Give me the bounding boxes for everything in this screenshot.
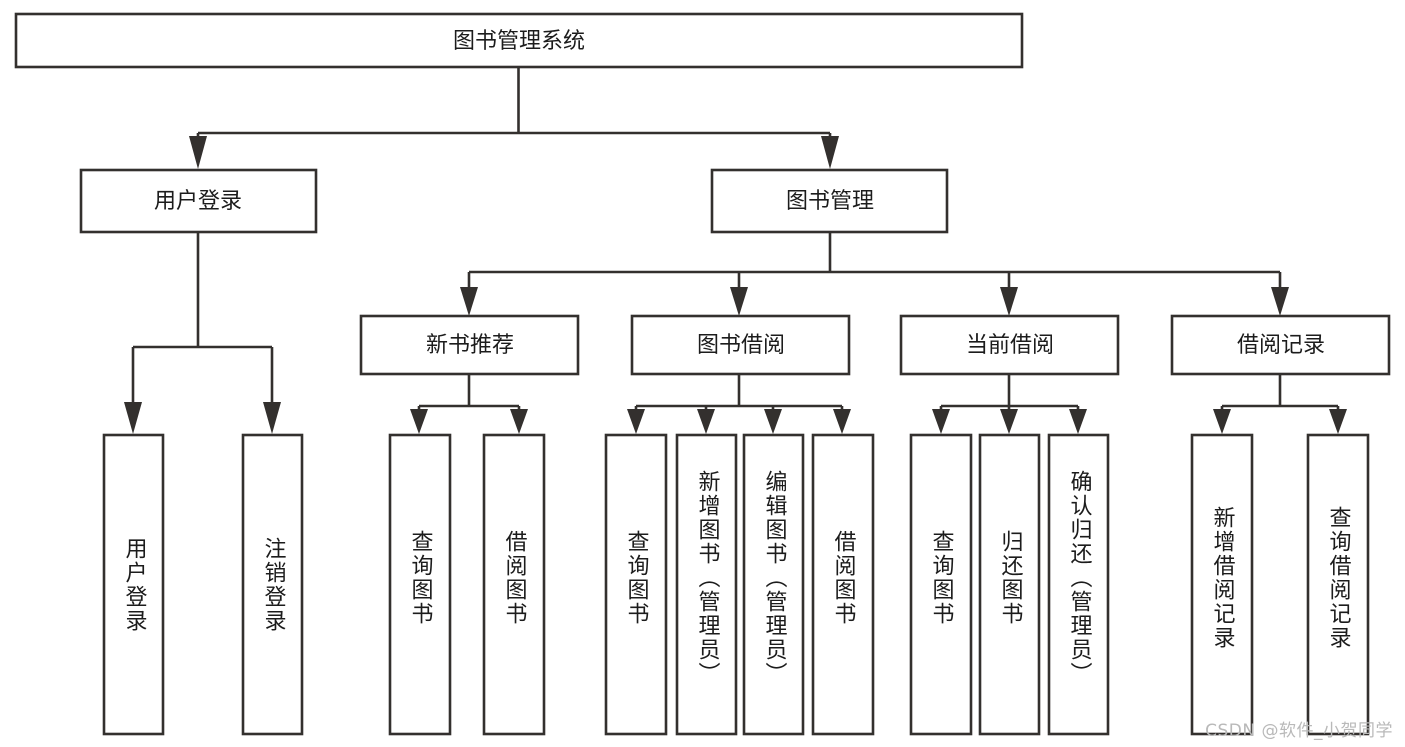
arrow-head-leaf-borrow-book-2: [833, 409, 851, 434]
arrow-head-new-book-rec: [460, 287, 478, 316]
node-book-borrow-box[interactable]: [630, 314, 851, 376]
arrow-head-user-login: [189, 136, 207, 169]
node-new-book-rec-box[interactable]: [359, 314, 580, 376]
node-leaf-query-book-3[interactable]: 查询图书: [909, 433, 973, 736]
arrow-head-book-borrow: [730, 287, 748, 316]
node-leaf-borrow-book-1[interactable]: 借阅图书: [482, 433, 546, 736]
node-user-login-label: 用户登录: [154, 189, 242, 214]
node-leaf-user-login-box[interactable]: [102, 433, 165, 736]
node-leaf-query-book-3-label: 查询图书: [929, 530, 955, 626]
node-new-book-rec[interactable]: 新书推荐: [359, 314, 580, 376]
arrow-head-leaf-user-login: [124, 402, 142, 434]
node-leaf-confirm-return-label: 确认归还（管理员）: [1067, 470, 1093, 686]
node-leaf-edit-book-label: 编辑图书（管理员）: [762, 470, 788, 686]
node-leaf-query-book-2[interactable]: 查询图书: [604, 433, 668, 736]
node-leaf-add-book-box[interactable]: [675, 433, 738, 736]
arrow-head-leaf-edit-book: [764, 409, 782, 434]
node-leaf-query-record[interactable]: 查询借阅记录: [1306, 433, 1370, 736]
arrow-head-leaf-return-book: [1000, 409, 1018, 434]
arrow-head-leaf-query-book-2: [627, 409, 645, 434]
arrow-head-book-manage: [821, 136, 839, 169]
node-leaf-confirm-return[interactable]: 确认归还（管理员）: [1047, 433, 1110, 736]
node-leaf-edit-book-box[interactable]: [742, 433, 805, 736]
arrow-head-leaf-borrow-book-1: [510, 409, 528, 434]
node-current-borrow-label: 当前借阅: [966, 333, 1054, 358]
node-leaf-logout-box[interactable]: [241, 433, 304, 736]
connector-group-book-borrow: [627, 374, 851, 434]
node-book-manage-label: 图书管理: [786, 189, 874, 214]
connector-group-root: [189, 67, 839, 169]
node-leaf-borrow-book-1-box[interactable]: [482, 433, 546, 736]
node-leaf-query-book-1-box[interactable]: [388, 433, 452, 736]
node-root[interactable]: 图书管理系统: [14, 12, 1024, 69]
node-book-manage-box[interactable]: [710, 168, 949, 234]
node-leaf-logout-label: 注销登录: [261, 537, 287, 633]
arrow-head-leaf-logout: [263, 402, 281, 434]
node-leaf-borrow-book-2[interactable]: 借阅图书: [811, 433, 875, 736]
node-leaf-borrow-book-2-label: 借阅图书: [831, 530, 857, 626]
node-leaf-user-login[interactable]: 用户登录: [102, 433, 165, 736]
connector-group-user-login: [124, 232, 281, 434]
node-leaf-confirm-return-box[interactable]: [1047, 433, 1110, 736]
node-leaf-query-book-2-label: 查询图书: [624, 530, 650, 626]
node-leaf-query-book-1[interactable]: 查询图书: [388, 433, 452, 736]
arrow-head-leaf-confirm-return: [1069, 409, 1087, 434]
connector-group-borrow-record: [1213, 374, 1347, 434]
node-book-borrow-label: 图书借阅: [697, 333, 785, 358]
node-leaf-add-record[interactable]: 新增借阅记录: [1190, 433, 1254, 736]
connector-group-book-manage: [460, 232, 1289, 316]
node-leaf-query-book-3-box[interactable]: [909, 433, 973, 736]
node-leaf-query-record-box[interactable]: [1306, 433, 1370, 736]
node-leaf-query-book-1-label: 查询图书: [408, 530, 434, 626]
node-current-borrow-box[interactable]: [899, 314, 1120, 376]
node-leaf-add-record-label: 新增借阅记录: [1210, 506, 1236, 650]
arrow-head-leaf-add-record: [1213, 409, 1231, 434]
node-borrow-record-label: 借阅记录: [1237, 333, 1325, 358]
node-new-book-rec-label: 新书推荐: [426, 333, 514, 358]
node-borrow-record-box[interactable]: [1170, 314, 1391, 376]
node-leaf-add-book-label: 新增图书（管理员）: [695, 470, 721, 686]
connector-group-current-borrow: [932, 374, 1087, 434]
node-leaf-return-book-label: 归还图书: [998, 530, 1024, 626]
node-root-label: 图书管理系统: [453, 29, 585, 54]
node-current-borrow[interactable]: 当前借阅: [899, 314, 1120, 376]
arrow-head-leaf-query-book-1: [410, 409, 428, 434]
node-leaf-borrow-book-2-box[interactable]: [811, 433, 875, 736]
node-leaf-return-book-box[interactable]: [978, 433, 1041, 736]
node-root-box[interactable]: [14, 12, 1024, 69]
node-borrow-record[interactable]: 借阅记录: [1170, 314, 1391, 376]
arrow-head-borrow-record: [1271, 287, 1289, 316]
arrow-head-leaf-query-record: [1329, 409, 1347, 434]
node-leaf-query-record-label: 查询借阅记录: [1326, 506, 1352, 650]
connector-group-new-book-rec: [410, 374, 528, 434]
node-leaf-return-book[interactable]: 归还图书: [978, 433, 1041, 736]
node-book-borrow[interactable]: 图书借阅: [630, 314, 851, 376]
node-leaf-borrow-book-1-label: 借阅图书: [502, 530, 528, 626]
node-leaf-add-book[interactable]: 新增图书（管理员）: [675, 433, 738, 736]
node-user-login[interactable]: 用户登录: [79, 168, 318, 234]
arrow-head-leaf-query-book-3: [932, 409, 950, 434]
node-leaf-edit-book[interactable]: 编辑图书（管理员）: [742, 433, 805, 736]
node-leaf-user-login-label: 用户登录: [122, 537, 148, 633]
arrow-head-current-borrow: [1000, 287, 1018, 316]
node-leaf-add-record-box[interactable]: [1190, 433, 1254, 736]
node-book-manage[interactable]: 图书管理: [710, 168, 949, 234]
node-user-login-box[interactable]: [79, 168, 318, 234]
arrow-head-leaf-add-book: [697, 409, 715, 434]
node-leaf-query-book-2-box[interactable]: [604, 433, 668, 736]
node-leaf-logout[interactable]: 注销登录: [241, 433, 304, 736]
